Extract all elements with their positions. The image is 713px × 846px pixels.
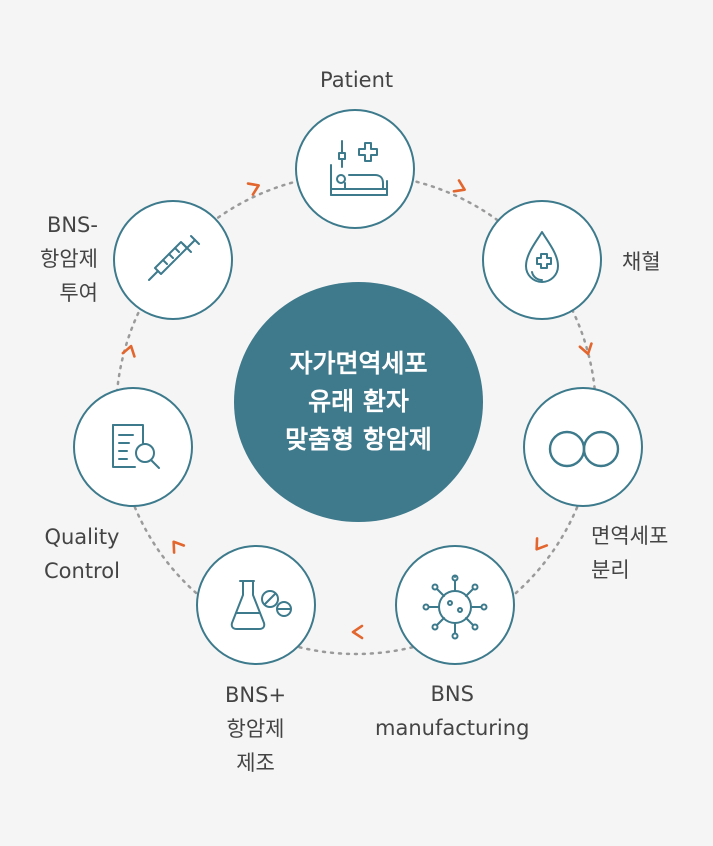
label-blood: 채혈 bbox=[622, 250, 661, 274]
center-line-1: 자가면역세포 bbox=[289, 349, 428, 378]
direction-arrow-icon bbox=[452, 179, 466, 193]
blood-drop-icon bbox=[525, 231, 559, 283]
label-production: BNS+ 항암제 제조 bbox=[225, 683, 287, 775]
label-separation: 면역세포 분리 bbox=[591, 524, 669, 582]
step-manufacturing bbox=[395, 545, 515, 665]
label-patient: Patient bbox=[320, 68, 394, 92]
direction-arrow-icon bbox=[246, 182, 260, 196]
center-line-3: 맞춤형 항암제 bbox=[285, 425, 432, 454]
label-manufacturing: BNS manufacturing bbox=[375, 682, 530, 740]
step-blood bbox=[482, 200, 602, 320]
center-line-2: 유래 환자 bbox=[308, 387, 409, 416]
syringe-icon bbox=[148, 235, 200, 281]
direction-arrow-icon bbox=[121, 344, 136, 358]
flask-pills-icon bbox=[230, 580, 292, 630]
step-separation bbox=[523, 387, 643, 507]
step-production bbox=[196, 545, 316, 665]
label-qc: Quality Control bbox=[44, 525, 120, 583]
cells-icon bbox=[548, 430, 620, 468]
label-administration: BNS- 항암제 투여 bbox=[40, 213, 98, 305]
step-patient bbox=[295, 109, 415, 229]
step-administration bbox=[113, 200, 233, 320]
direction-arrow-icon bbox=[351, 624, 364, 640]
direction-arrow-icon bbox=[172, 540, 186, 554]
direction-arrow-icon bbox=[578, 342, 593, 356]
direction-arrow-icon bbox=[535, 537, 549, 551]
step-qc bbox=[73, 387, 193, 507]
virus-icon bbox=[422, 574, 488, 640]
center-title: 자가면역세포 유래 환자 맞춤형 항암제 bbox=[234, 282, 483, 522]
document-search-icon bbox=[112, 424, 160, 469]
patient-bed-icon bbox=[330, 140, 388, 196]
